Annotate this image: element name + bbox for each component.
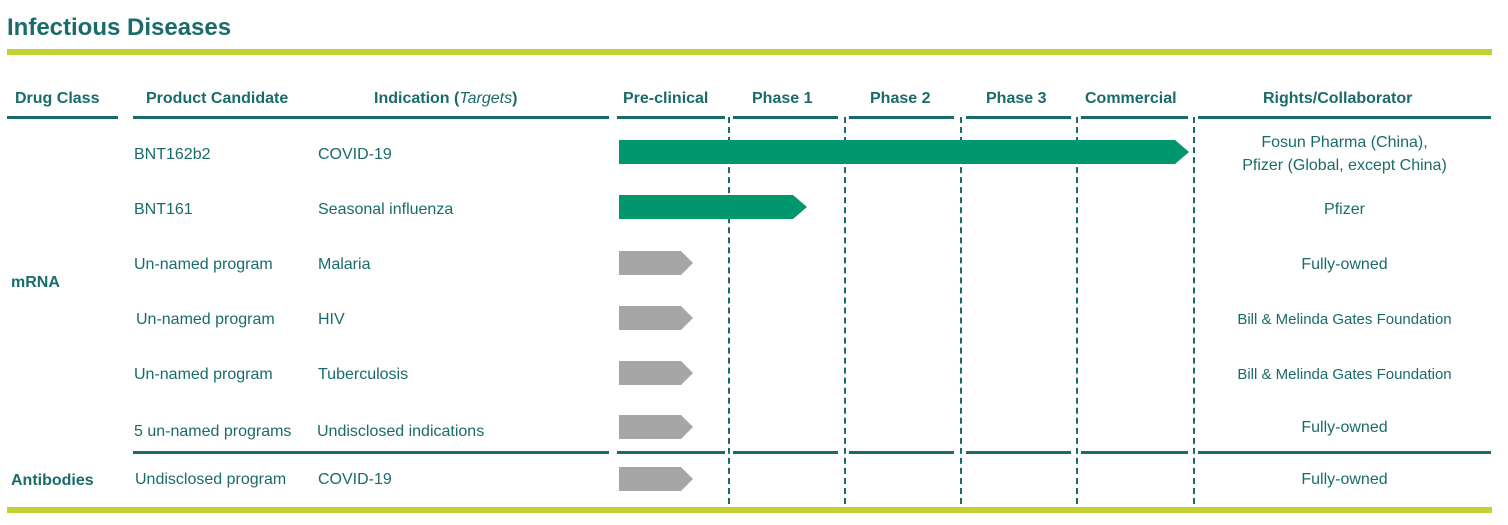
row-indication: HIV bbox=[318, 311, 345, 328]
drug-class-mrna: mRNA bbox=[11, 274, 60, 291]
section-divider bbox=[849, 451, 954, 454]
section-divider bbox=[966, 451, 1071, 454]
drug-class-antibodies: Antibodies bbox=[11, 472, 94, 489]
progress-arrow bbox=[619, 195, 807, 219]
header-underline bbox=[733, 116, 838, 119]
header-indication: Indication (Targets) bbox=[374, 90, 518, 107]
header-underline bbox=[7, 116, 118, 119]
row-indication: Undisclosed indications bbox=[317, 423, 485, 440]
header-drug-class: Drug Class bbox=[15, 90, 100, 107]
header-underline bbox=[966, 116, 1071, 119]
phase-divider bbox=[1193, 117, 1195, 504]
header-rights: Rights/Collaborator bbox=[1263, 90, 1413, 107]
header-product-candidate: Product Candidate bbox=[146, 90, 289, 107]
row-indication: COVID-19 bbox=[318, 146, 392, 163]
progress-arrow bbox=[619, 251, 693, 275]
header-underline bbox=[133, 116, 609, 119]
header-underline bbox=[1198, 116, 1491, 119]
header-underline bbox=[1081, 116, 1188, 119]
row-product: 5 un-named programs bbox=[134, 423, 292, 440]
header-indication-targets: Targets bbox=[459, 90, 513, 107]
row-rights: Pfizer bbox=[1324, 201, 1365, 218]
row-product: Un-named program bbox=[136, 311, 275, 328]
section-divider bbox=[1198, 451, 1491, 454]
phase-divider bbox=[1076, 117, 1078, 504]
progress-arrow bbox=[619, 415, 693, 439]
row-product: BNT161 bbox=[134, 201, 193, 218]
section-divider bbox=[133, 451, 609, 454]
row-rights: Fosun Pharma (China), Pfizer (Global, ex… bbox=[1198, 134, 1491, 175]
progress-arrow bbox=[619, 467, 693, 491]
header-phase1: Phase 1 bbox=[752, 90, 813, 107]
header-commercial: Commercial bbox=[1085, 90, 1177, 107]
header-preclinical: Pre-clinical bbox=[623, 90, 709, 107]
header-indication-label: Indication bbox=[374, 90, 450, 107]
row-product: Un-named program bbox=[134, 256, 273, 273]
header-phase3: Phase 3 bbox=[986, 90, 1047, 107]
row-product: Un-named program bbox=[134, 366, 273, 383]
row-rights: Fully-owned bbox=[1301, 419, 1388, 436]
phase-divider bbox=[960, 117, 962, 504]
section-divider bbox=[1081, 451, 1188, 454]
header-phase2: Phase 2 bbox=[870, 90, 931, 107]
row-product: Undisclosed program bbox=[135, 471, 287, 488]
progress-arrow bbox=[619, 361, 693, 385]
row-indication: Seasonal influenza bbox=[318, 201, 454, 218]
section-divider bbox=[733, 451, 838, 454]
phase-divider bbox=[728, 117, 730, 504]
header-underline bbox=[617, 116, 725, 119]
header-underline bbox=[849, 116, 954, 119]
phase-divider bbox=[844, 117, 846, 504]
page-title: Infectious Diseases bbox=[7, 14, 232, 41]
row-product: BNT162b2 bbox=[134, 146, 211, 163]
row-rights: Bill & Melinda Gates Foundation bbox=[1237, 311, 1452, 328]
row-rights: Fully-owned bbox=[1301, 256, 1388, 273]
row-rights-line1: Fosun Pharma (China), bbox=[1261, 134, 1428, 151]
section-divider bbox=[617, 451, 725, 454]
row-indication: COVID-19 bbox=[318, 471, 392, 488]
row-rights-line2: Pfizer (Global, except China) bbox=[1242, 157, 1447, 174]
bottom-accent-bar bbox=[7, 507, 1492, 513]
row-indication: Malaria bbox=[318, 256, 371, 273]
progress-arrow bbox=[619, 306, 693, 330]
row-indication: Tuberculosis bbox=[318, 366, 409, 383]
top-accent-bar bbox=[7, 49, 1492, 55]
row-rights: Bill & Melinda Gates Foundation bbox=[1237, 366, 1452, 383]
row-rights: Fully-owned bbox=[1301, 471, 1388, 488]
progress-arrow bbox=[619, 140, 1189, 164]
